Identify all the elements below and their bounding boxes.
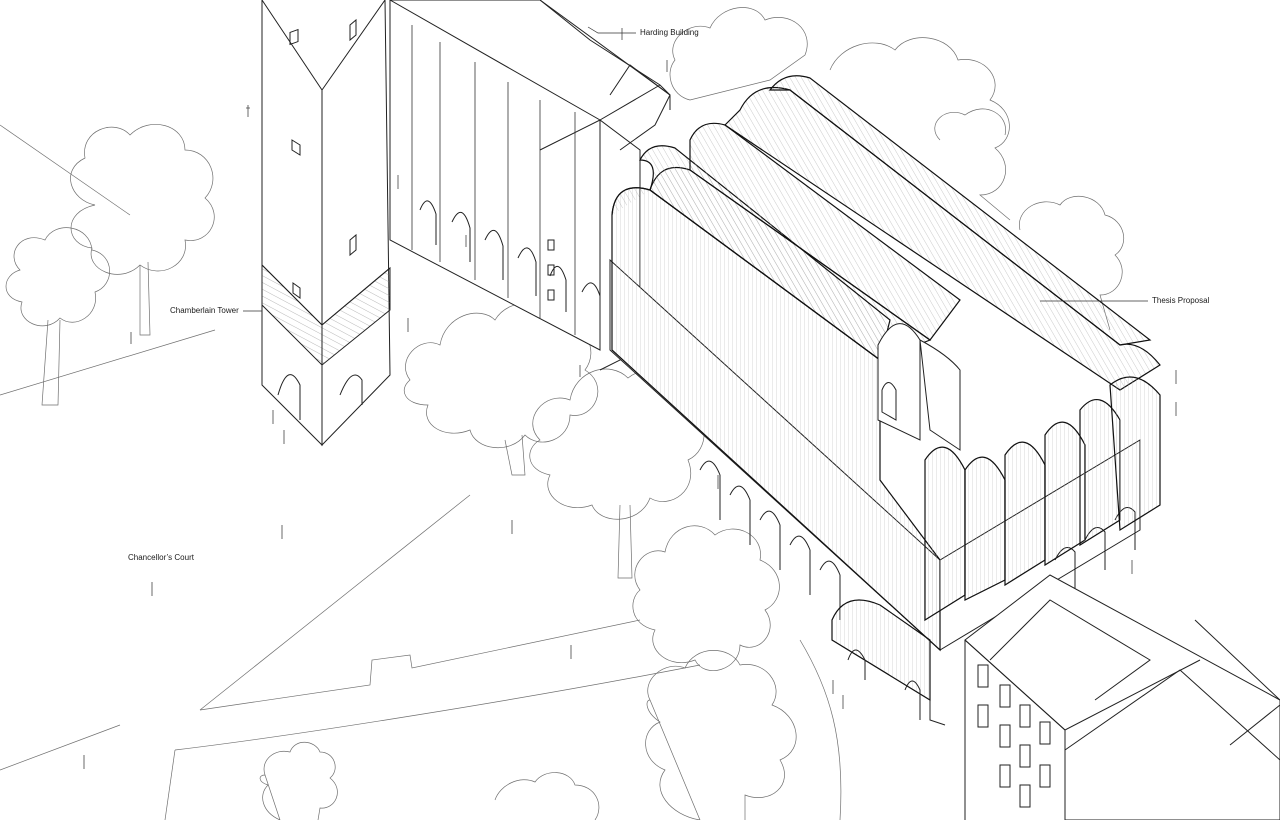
tree-center	[404, 303, 599, 449]
tree-bottom	[645, 650, 797, 820]
tree-far-left	[5, 227, 110, 327]
chamberlain-tower	[261, 0, 391, 447]
label-chancellors-court: Chancellor’s Court	[128, 553, 194, 562]
ground-lines	[0, 124, 842, 820]
tree-front	[632, 525, 780, 671]
label-harding-building: Harding Building	[640, 28, 699, 37]
label-chamberlain-tower: Chamberlain Tower	[170, 306, 239, 315]
tree-lower-mid	[494, 772, 600, 820]
leader-lines	[243, 26, 1148, 312]
people-figures	[83, 28, 1177, 769]
tree-left	[70, 124, 215, 275]
trees	[5, 7, 1124, 820]
building-bottom-right	[964, 574, 1280, 820]
label-thesis-proposal: Thesis Proposal	[1152, 296, 1210, 305]
thesis-proposal-building	[609, 75, 1161, 726]
tree-right	[1019, 196, 1124, 331]
tree-mid	[529, 368, 705, 520]
tree-right-large	[829, 37, 1011, 221]
tree-lower-left	[259, 741, 338, 820]
harding-building	[389, 0, 671, 371]
tree-top-right	[669, 7, 808, 101]
